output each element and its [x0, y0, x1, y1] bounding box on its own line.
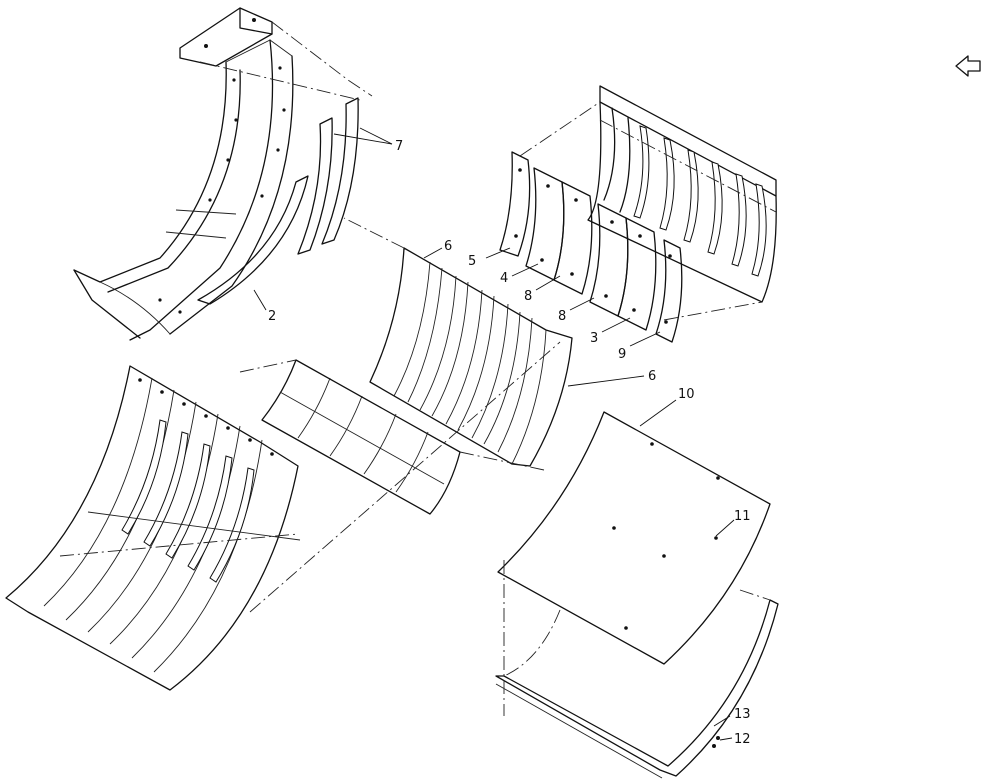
- cover-plate-assembly: [495, 411, 779, 779]
- upper-right-assembly: [499, 85, 777, 343]
- center-plate-grid: [239, 359, 545, 515]
- svg-text:13: 13: [734, 707, 751, 722]
- upper-left-housing: [73, 7, 294, 341]
- svg-text:11: 11: [734, 509, 751, 524]
- hand-pointer-icon[interactable]: [955, 55, 981, 77]
- callout-13: 13: [713, 707, 751, 727]
- svg-text:7: 7: [395, 139, 403, 154]
- svg-text:5: 5: [468, 254, 476, 269]
- callout-5: 5: [468, 247, 511, 269]
- svg-text:9: 9: [618, 347, 626, 362]
- svg-text:12: 12: [734, 732, 751, 747]
- callout-10: 10: [639, 387, 695, 427]
- callout-8a: 8: [524, 275, 561, 304]
- callout-2: 2: [253, 289, 276, 324]
- callout-7: 7: [333, 127, 403, 154]
- callout-3: 3: [590, 317, 631, 346]
- svg-text:8: 8: [558, 309, 566, 324]
- callout-11: 11: [715, 509, 751, 537]
- callout-9: 9: [618, 331, 661, 362]
- callout-8b: 8: [558, 297, 595, 324]
- svg-text:4: 4: [500, 271, 508, 286]
- svg-text:6: 6: [444, 239, 452, 254]
- callout-4: 4: [500, 263, 539, 286]
- center-grate: [343, 217, 573, 467]
- callout-6b: 6: [567, 369, 656, 387]
- svg-text:3: 3: [590, 331, 598, 346]
- callout-6a: 6: [423, 239, 452, 259]
- svg-text:2: 2: [268, 309, 276, 324]
- svg-text:6: 6: [648, 369, 656, 384]
- callout-12: 12: [712, 732, 751, 748]
- svg-text:8: 8: [524, 289, 532, 304]
- svg-text:10: 10: [678, 387, 695, 402]
- lower-left-grate: [5, 341, 561, 691]
- strip-parts-7: [197, 21, 373, 305]
